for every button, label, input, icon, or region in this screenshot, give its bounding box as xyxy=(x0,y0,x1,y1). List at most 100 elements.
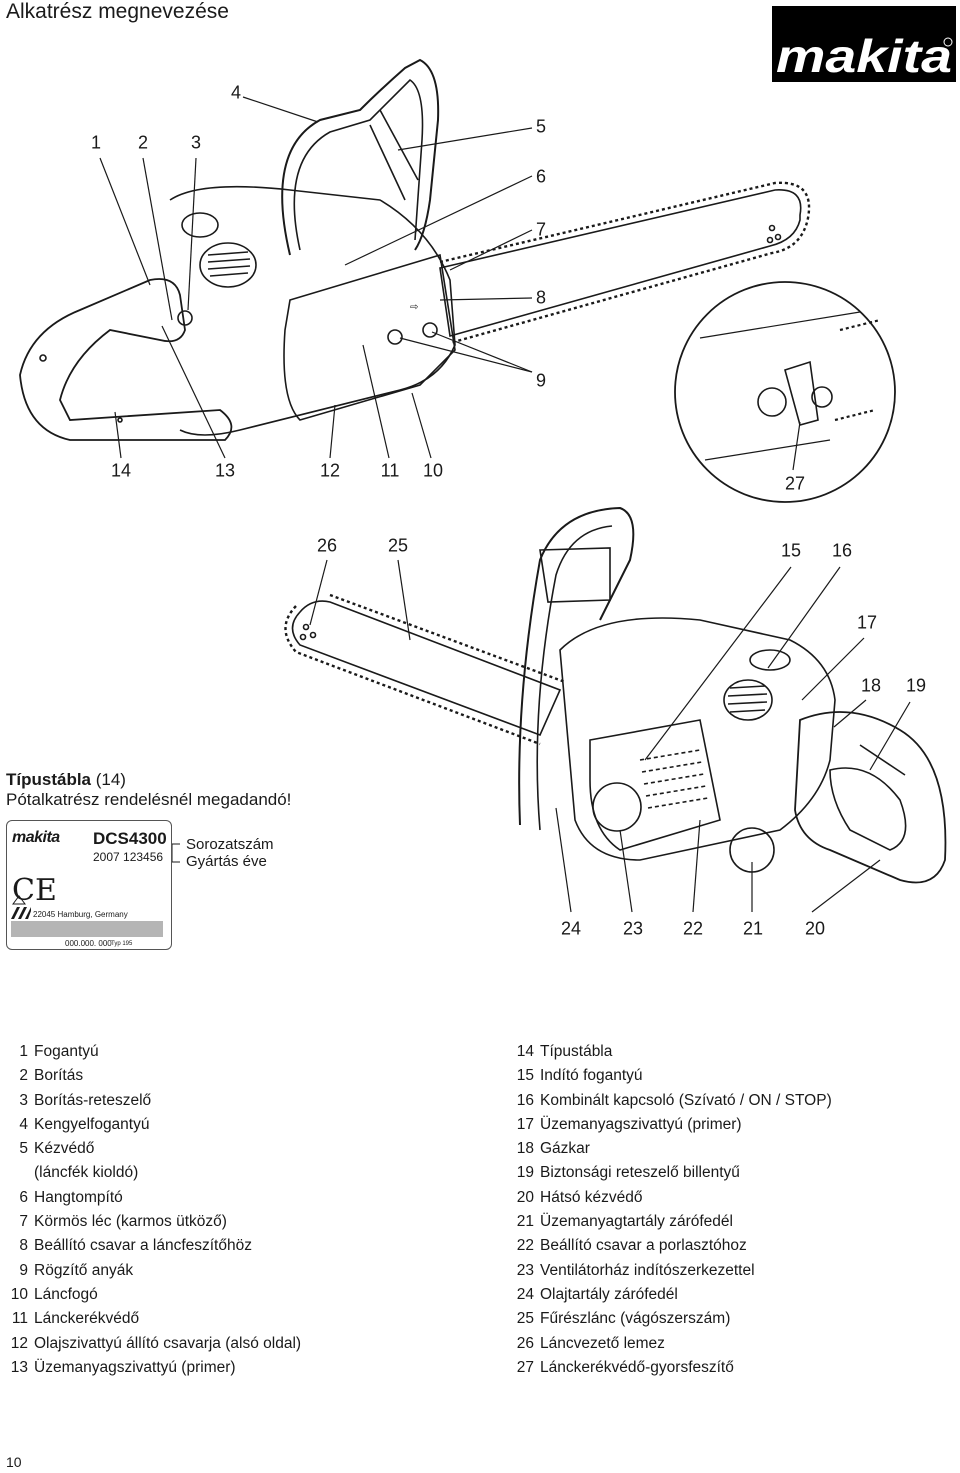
legend-label: Fűrészlánc (vágószerszám) xyxy=(540,1310,731,1328)
legend-label: Kézvédő xyxy=(34,1140,95,1158)
bottom-saw-drawing xyxy=(284,506,947,884)
legend-label: Ventilátorház indítószerkezettel xyxy=(540,1261,755,1279)
legend-number: 14 xyxy=(516,1043,534,1060)
legend-label: Indító fogantyú xyxy=(540,1067,643,1085)
nameplate-caption-note: Pótalkatrész rendelésnél megadandó! xyxy=(6,790,292,809)
legend-number: 4 xyxy=(19,1115,28,1133)
legend-label: Láncfogó xyxy=(34,1285,98,1303)
callout-21: 21 xyxy=(742,918,764,939)
legend-label: Hangtompító xyxy=(34,1188,123,1206)
chainsaw-illustration: ⇨ xyxy=(19,58,947,913)
detail-circle xyxy=(674,281,896,503)
svg-text:⇨: ⇨ xyxy=(410,302,418,313)
label-year-of-manufacture: Gyártás éve xyxy=(186,853,267,870)
bottom-fan-housing xyxy=(589,719,721,851)
legend-number: 26 xyxy=(516,1334,534,1352)
callout-6: 6 xyxy=(535,166,547,187)
legend-number: 16 xyxy=(516,1091,534,1109)
legend-label: Beállító csavar a láncfeszítőhöz xyxy=(34,1237,252,1255)
bottom-bow-handle xyxy=(518,506,635,826)
callout-8: 8 xyxy=(535,287,547,308)
legend-number: 7 xyxy=(19,1213,28,1231)
makita-logo: makita xyxy=(772,6,956,82)
legend-number: 9 xyxy=(19,1261,28,1279)
nameplate-gray-field xyxy=(11,921,163,937)
legend-number: 18 xyxy=(516,1140,534,1158)
callout-2: 2 xyxy=(137,132,149,153)
nameplate: makita DCS4300 2007 123456 CE 22045 Hamb… xyxy=(6,820,172,950)
legend-label: Hátsó kézvédő xyxy=(540,1188,643,1206)
legend-item: 10 Láncfogó xyxy=(6,1283,301,1307)
legend-label: Borítás xyxy=(34,1067,84,1085)
callout-25: 25 xyxy=(387,535,409,556)
top-engine-body xyxy=(169,185,456,436)
legend-number: 13 xyxy=(10,1358,28,1376)
top-leader-lines xyxy=(99,96,801,471)
legend-label: Gázkar xyxy=(540,1140,590,1158)
legend-label: Rögzítő anyák xyxy=(34,1261,134,1279)
callout-1: 1 xyxy=(90,132,102,153)
legend-label: Olajtartály zárófedél xyxy=(540,1285,678,1303)
callout-20: 20 xyxy=(804,918,826,939)
callout-4: 4 xyxy=(230,82,242,103)
detail-quick-tensioner xyxy=(784,360,819,426)
callout-5: 5 xyxy=(535,116,547,137)
nameplate-model: DCS4300 xyxy=(93,829,167,848)
callout-16: 16 xyxy=(831,540,853,561)
callout-7: 7 xyxy=(535,219,547,240)
callout-9: 9 xyxy=(535,370,547,391)
legend-number: 17 xyxy=(516,1115,534,1133)
legend-number: 20 xyxy=(516,1188,534,1206)
legend-item: 9 Rögzítő anyák xyxy=(6,1259,301,1283)
nameplate-serial: 2007 123456 xyxy=(93,850,164,864)
legend-item: 6 Hangtompító xyxy=(6,1186,301,1210)
top-guide-bar xyxy=(439,189,802,338)
top-saw-chain xyxy=(439,181,811,345)
legend-label: (láncfék kioldó) xyxy=(34,1164,139,1182)
callout-19: 19 xyxy=(905,675,927,696)
legend-label: Biztonsági reteszelő billentyű xyxy=(540,1164,740,1182)
detail-circle-drawing xyxy=(674,281,896,503)
legend-item: (láncfék kioldó) xyxy=(6,1161,301,1185)
legend-number: 27 xyxy=(516,1358,534,1376)
legend-label: Beállító csavar a porlasztóhoz xyxy=(540,1237,747,1255)
callout-13: 13 xyxy=(214,460,236,481)
nameplate-typ: Typ 195 xyxy=(111,941,133,947)
makita-logo-graphic: makita xyxy=(776,30,953,82)
callout-27: 27 xyxy=(784,473,806,494)
top-saw-drawing: ⇨ xyxy=(19,58,811,441)
legend-number: 6 xyxy=(19,1188,28,1206)
legend-number: 21 xyxy=(516,1213,534,1231)
bottom-engine-body xyxy=(559,617,836,861)
legend-number: 23 xyxy=(516,1261,534,1279)
callout-22: 22 xyxy=(682,918,704,939)
legend-number: 15 xyxy=(516,1067,534,1085)
legend-label: Típustábla xyxy=(540,1043,613,1060)
legend-item: 23 Ventilátorház indítószerkezettel xyxy=(512,1259,832,1283)
legend-item: 18 Gázkar xyxy=(512,1137,832,1161)
bottom-leader-lines xyxy=(309,559,911,913)
nameplate-address: 22045 Hamburg, Germany xyxy=(33,910,128,919)
registered-mark-icon xyxy=(943,37,953,47)
legend-number: 11 xyxy=(11,1310,28,1328)
callout-11: 11 xyxy=(380,460,400,481)
ce-mark: CE xyxy=(12,873,57,908)
top-chain-cover xyxy=(283,253,456,421)
legend-number: 10 xyxy=(10,1285,28,1303)
legend-item: 15 Indító fogantyú xyxy=(512,1064,832,1088)
legend-number: 1 xyxy=(19,1043,28,1060)
legend-item: 20 Hátsó kézvédő xyxy=(512,1186,832,1210)
legend-number: 3 xyxy=(19,1091,28,1109)
